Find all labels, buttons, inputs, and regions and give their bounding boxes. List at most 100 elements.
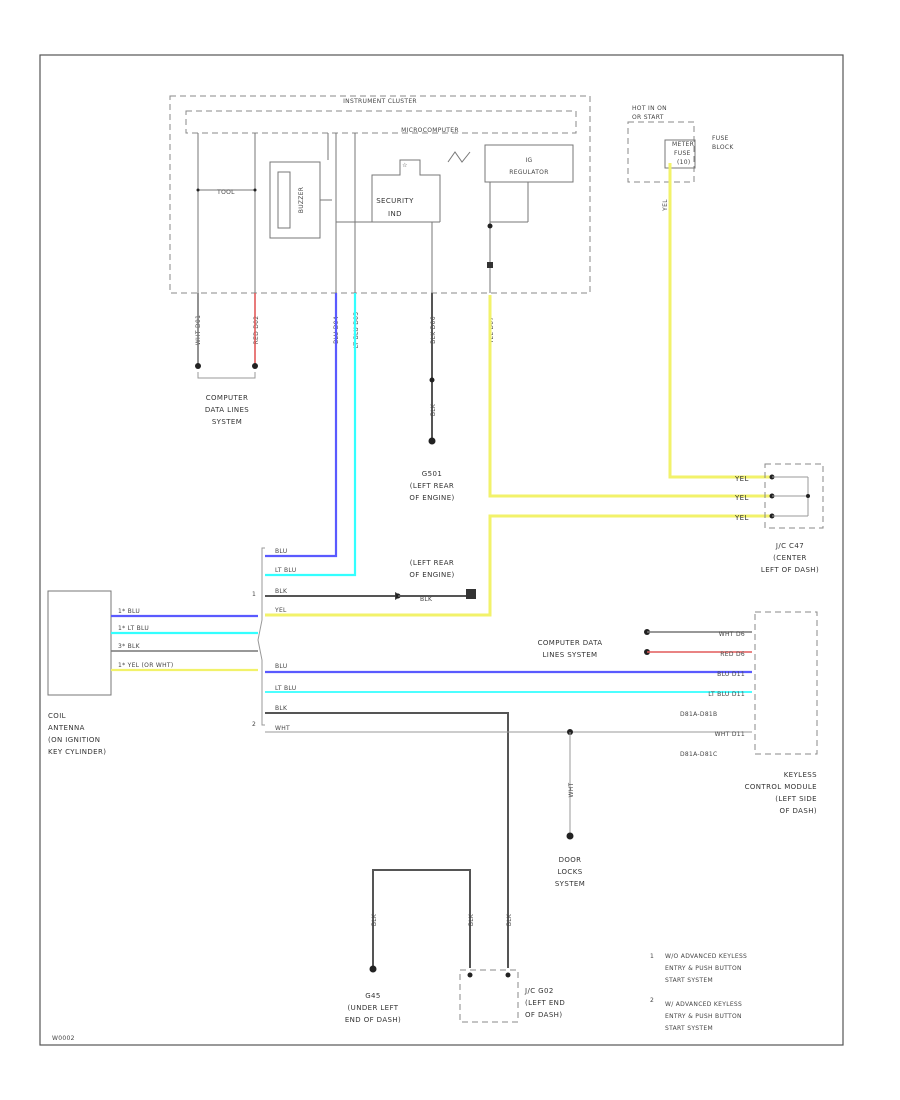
svg-text:ENTRY & PUSH BUTTON: ENTRY & PUSH BUTTON [665,1013,742,1020]
microcomputer-label: MICROCOMPUTER [401,127,459,134]
svg-text:END OF DASH): END OF DASH) [345,1016,401,1024]
svg-text:DATA LINES: DATA LINES [205,406,249,414]
svg-text:1* LT BLU: 1* LT BLU [118,625,149,632]
svg-text:(CENTER: (CENTER [773,554,807,562]
svg-text:1: 1 [650,953,654,960]
svg-text:(10): (10) [677,159,691,166]
jc-c47: YEL YEL YEL J/C C47 (CENTER LEFT OF DASH… [734,463,824,574]
svg-text:OR START: OR START [632,114,664,121]
ground-g45-and-jc-g02: BLK BLK BLK G45 (UNDER LEFT END OF DASH)… [345,869,565,1024]
svg-text:ENTRY & PUSH BUTTON: ENTRY & PUSH BUTTON [665,965,742,972]
svg-text:WHT D6: WHT D6 [719,631,745,638]
svg-text:W/O ADVANCED KEYLESS: W/O ADVANCED KEYLESS [665,953,747,960]
svg-text:(LEFT SIDE: (LEFT SIDE [775,795,817,803]
svg-text:START SYSTEM: START SYSTEM [665,1025,713,1032]
security-ind-label: SECURITY [376,197,414,205]
svg-text:YEL: YEL [734,494,749,502]
svg-text:ANTENNA: ANTENNA [48,724,85,732]
svg-text:WHT D11: WHT D11 [715,731,745,738]
svg-text:WHT: WHT [568,782,575,797]
computer-data-lines-mid: COMPUTER DATA LINES SYSTEM [538,629,752,659]
svg-text:YEL: YEL [734,514,749,522]
svg-text:W/ ADVANCED KEYLESS: W/ ADVANCED KEYLESS [665,1001,742,1008]
svg-text:LT BLU D11: LT BLU D11 [708,691,745,698]
svg-text:2: 2 [650,997,654,1004]
svg-text:1* BLU: 1* BLU [118,608,140,615]
svg-text:(LEFT REAR: (LEFT REAR [410,559,454,567]
svg-text:CONTROL MODULE: CONTROL MODULE [745,783,817,791]
svg-text:COMPUTER DATA: COMPUTER DATA [538,639,603,647]
computer-data-lines-top: COMPUTER DATA LINES SYSTEM [195,293,258,426]
pin-red: RED D02 [253,316,260,345]
ig-regulator-label: IG [525,157,532,164]
ground-left-rear: BLK (LEFT REAR OF ENGINE) [265,559,476,603]
svg-text:J/C G02: J/C G02 [524,987,554,995]
svg-text:(UNDER LEFT: (UNDER LEFT [348,1004,399,1012]
svg-text:COIL: COIL [48,712,66,720]
security-ind-label-2: IND [388,210,402,218]
svg-text:BLK: BLK [275,705,288,712]
svg-text:2: 2 [252,721,256,728]
svg-text:(LEFT REAR: (LEFT REAR [410,482,454,490]
coil-antenna: COIL ANTENNA (ON IGNITION KEY CYLINDER) … [47,590,258,756]
ground-g501: BLK G501 (LEFT REAR OF ENGINE) [409,293,454,502]
svg-text:D81A-D81B: D81A-D81B [680,711,717,718]
svg-text:(LEFT END: (LEFT END [525,999,565,1007]
svg-text:1* YEL (OR WHT): 1* YEL (OR WHT) [118,662,174,669]
svg-text:BLOCK: BLOCK [712,144,734,151]
svg-text:BLK: BLK [506,913,513,926]
svg-text:OF DASH): OF DASH) [780,807,817,815]
blue-wires-top [265,293,357,577]
svg-text:KEYLESS: KEYLESS [784,771,817,779]
svg-text:LT BLU: LT BLU [275,685,296,692]
svg-text:KEY CYLINDER): KEY CYLINDER) [48,748,106,756]
instrument-cluster-title: INSTRUMENT CLUSTER [343,98,417,105]
pin-lt-blu: LT BLU D05 [353,312,360,349]
svg-text:LEFT OF DASH): LEFT OF DASH) [761,566,819,574]
tool-label: TOOL [216,189,235,196]
svg-text:RED D6: RED D6 [720,651,745,658]
svg-text:BLK: BLK [371,913,378,926]
lower-wires: WHT DOOR LOCKS SYSTEM [265,670,752,968]
svg-text:LOCKS: LOCKS [557,868,582,876]
svg-text:YEL: YEL [734,475,749,483]
buzzer-label: BUZZER [298,187,305,213]
svg-text:COMPUTER: COMPUTER [206,394,249,402]
svg-text:YEL: YEL [662,199,669,212]
svg-text:START SYSTEM: START SYSTEM [665,977,713,984]
svg-text:BLK: BLK [430,403,437,416]
splice-block: 1 2 BLU LT BLU BLK YEL BLU LT BLU BLK WH… [252,547,296,732]
pin-blk: BLK D06 [430,316,437,344]
svg-text:BLK: BLK [420,596,433,603]
svg-text:(ON IGNITION: (ON IGNITION [48,736,100,744]
svg-text:3* BLK: 3* BLK [118,643,141,650]
svg-text:LT BLU: LT BLU [275,567,296,574]
svg-text:BLK: BLK [275,588,288,595]
svg-text:DOOR: DOOR [559,856,582,864]
ig-regulator-label-2: REGULATOR [509,169,548,176]
svg-text:FUSE: FUSE [712,135,729,142]
fuse-block: HOT IN ON OR START METER FUSE (10) FUSE … [627,105,734,212]
svg-text:OF DASH): OF DASH) [525,1011,562,1019]
svg-text:LINES SYSTEM: LINES SYSTEM [543,651,598,659]
keyless-control-module: WHT D6 RED D6 BLU D11 LT BLU D11 WHT D11… [680,611,818,815]
svg-text:BLU: BLU [275,663,287,670]
notes: 1 W/O ADVANCED KEYLESS ENTRY & PUSH BUTT… [650,953,747,1032]
svg-text:☆: ☆ [402,162,408,169]
cluster-pins: WHT D01 RED D02 BLU D04 LT BLU D05 BLK D… [195,312,495,349]
svg-text:SYSTEM: SYSTEM [555,880,585,888]
svg-text:SYSTEM: SYSTEM [212,418,242,426]
svg-text:WHT: WHT [275,725,290,732]
svg-text:OF ENGINE): OF ENGINE) [409,494,454,502]
svg-text:J/C C47: J/C C47 [775,542,804,550]
instrument-cluster: INSTRUMENT CLUSTER MICROCOMPUTER IG REGU… [169,95,591,294]
svg-text:G501: G501 [422,470,442,478]
svg-text:OF ENGINE): OF ENGINE) [409,571,454,579]
svg-text:BLU D11: BLU D11 [717,671,745,678]
svg-text:YEL: YEL [274,607,287,614]
svg-text:FUSE: FUSE [674,150,691,157]
svg-text:D81A-D81C: D81A-D81C [680,751,718,758]
figure-id: W0002 [52,1035,75,1042]
svg-text:1: 1 [252,591,256,598]
